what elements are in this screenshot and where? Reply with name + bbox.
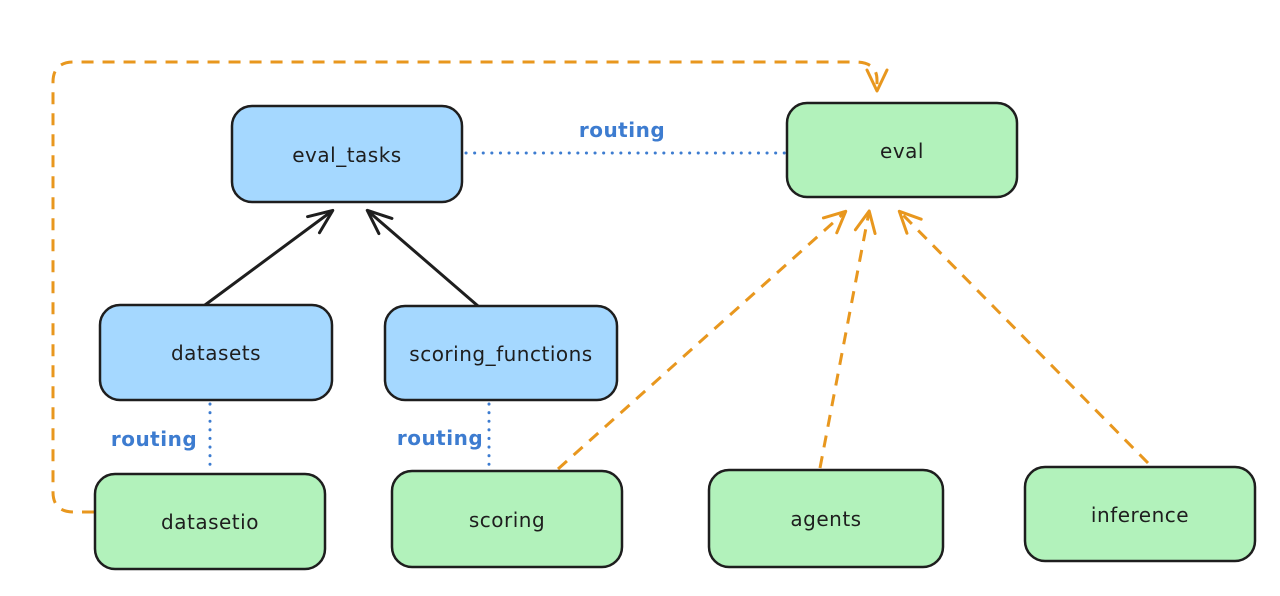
edge-inference-to-eval xyxy=(897,209,1150,465)
node-scoring-functions-label: scoring_functions xyxy=(409,342,592,366)
node-scoring-shape xyxy=(390,469,624,569)
edge-scoring-functions-to-eval-tasks xyxy=(365,208,480,308)
node-datasetio-shape xyxy=(93,472,327,571)
node-eval: eval xyxy=(785,101,1019,199)
node-eval-tasks: eval_tasks xyxy=(230,104,464,204)
edge-datasets-to-eval-tasks xyxy=(203,208,335,307)
node-datasetio: datasetio xyxy=(93,472,327,571)
node-eval-label: eval xyxy=(880,139,924,163)
node-eval-shape xyxy=(785,101,1019,199)
node-datasets: datasets xyxy=(98,303,334,402)
node-eval-tasks-label: eval_tasks xyxy=(292,143,401,167)
node-agents-shape xyxy=(707,468,945,569)
node-scoring-functions-shape xyxy=(383,304,619,402)
node-inference: inference xyxy=(1023,465,1257,563)
node-scoring-functions: scoring_functions xyxy=(383,304,619,402)
node-datasets-label: datasets xyxy=(171,341,261,365)
edge-label-routing-eval-tasks-eval: routing xyxy=(579,118,665,142)
node-scoring-label: scoring xyxy=(469,508,545,532)
node-scoring: scoring xyxy=(390,469,624,569)
node-datasets-shape xyxy=(98,303,334,402)
node-inference-label: inference xyxy=(1091,503,1189,527)
node-eval-tasks-shape xyxy=(230,104,464,204)
node-inference-shape xyxy=(1023,465,1257,563)
edge-label-routing-datasets-datasetio: routing xyxy=(111,427,197,451)
edge-scoring-to-eval xyxy=(556,209,848,471)
node-agents-label: agents xyxy=(790,507,861,531)
edge-agents-to-eval xyxy=(818,209,877,469)
edge-label-routing-scoring-functions-scoring: routing xyxy=(397,426,483,450)
node-datasetio-label: datasetio xyxy=(161,510,259,534)
node-agents: agents xyxy=(707,468,945,569)
